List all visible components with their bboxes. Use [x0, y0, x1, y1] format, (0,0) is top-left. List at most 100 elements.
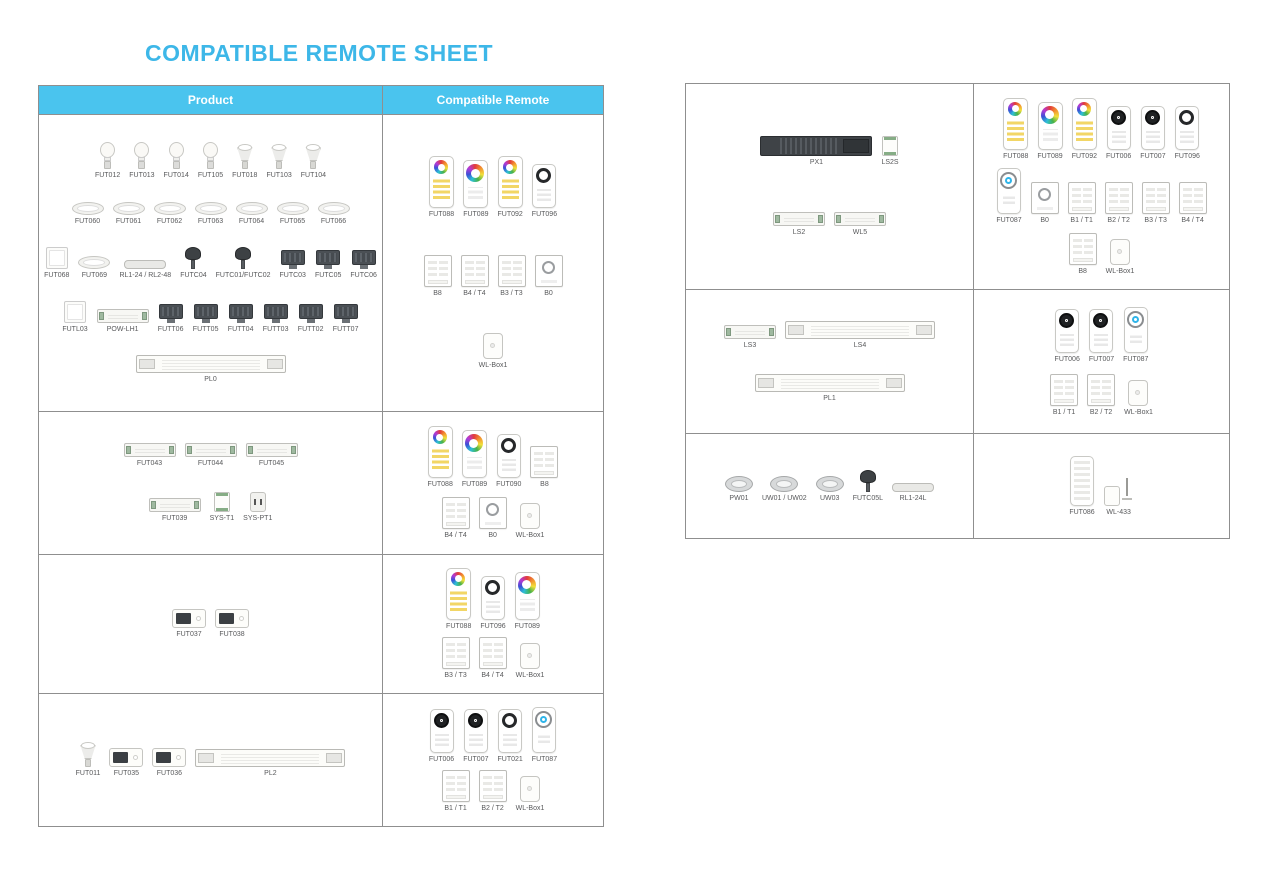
remote-item: FUT096 [1175, 105, 1200, 161]
remote-label: WL-Box1 [515, 672, 545, 680]
gateway-icon [519, 643, 540, 670]
spot-icon [271, 144, 287, 170]
remote-round-icon [532, 164, 557, 209]
remote-label: B0 [1040, 217, 1049, 225]
remote-item: FUT087 [532, 706, 557, 764]
product-item: PW01 [724, 475, 753, 503]
product-label: PX1 [809, 158, 824, 166]
remote-round-dark-icon [1055, 308, 1080, 353]
remote-label: FUT089 [1037, 152, 1063, 160]
remote-item: B8 [423, 254, 452, 298]
product-item: FUT043 [123, 442, 176, 468]
product-label: FUTT07 [332, 325, 359, 333]
wall-panel-icon [441, 497, 470, 530]
product-label: PL2 [264, 770, 277, 778]
remote-item: WL-Box1 [516, 503, 544, 540]
remote-label: WL-Box1 [1105, 267, 1135, 275]
product-label: FUT043 [136, 459, 163, 467]
product-label: SYS-PT1 [243, 515, 273, 523]
wall-panel-icon [1141, 182, 1170, 215]
remote-label: FUT006 [1106, 152, 1132, 160]
flood-icon [351, 249, 377, 269]
remote-item: B2 / T2 [1087, 373, 1116, 417]
remote-dial2-icon [1123, 306, 1148, 353]
wall-panel-icon [423, 254, 452, 287]
remote-label: FUT088 [1003, 152, 1029, 160]
product-item: FUT068 [44, 246, 70, 280]
product-label: FUT012 [94, 172, 121, 180]
flood-icon [158, 303, 184, 323]
left-table-header: Product Compatible Remote [39, 86, 603, 114]
product-item: FUT060 [71, 201, 104, 226]
product-label: FUT063 [197, 217, 224, 225]
remote-item: FUT086 [1069, 455, 1095, 517]
product-item: FUT036 [152, 748, 187, 778]
remote-label: FUT087 [1123, 355, 1149, 363]
remote-item: FUT007 [463, 708, 489, 764]
remote-plain-icon [1069, 455, 1094, 506]
remote-label: B8 [540, 481, 549, 489]
product-line: PL1 [690, 373, 969, 403]
bulb-icon [202, 142, 218, 170]
remote-dial2-icon [532, 706, 557, 753]
product-label: FUT103 [266, 172, 292, 180]
remote-label: WL-433 [1106, 508, 1131, 516]
remote-label: FUT092 [497, 211, 523, 219]
product-label: FUT018 [232, 172, 258, 180]
product-label: FUT066 [320, 217, 347, 225]
product-item: LS4 [785, 320, 935, 350]
remote-label: FUT088 [446, 622, 472, 630]
product-label: FUT068 [44, 271, 70, 279]
remote-label: FUT089 [514, 622, 540, 630]
remote-label: WL-Box1 [478, 361, 508, 369]
remote-dial-icon [461, 430, 487, 479]
remote-round-dark-icon [1089, 308, 1114, 353]
remote-dial2-icon [996, 168, 1021, 215]
remote-item: B3 / T3 [497, 254, 526, 298]
product-item: FUTT03 [262, 303, 289, 334]
remote-item: B0 [478, 497, 507, 540]
product-label: WL5 [852, 229, 868, 237]
product-label: FUTT03 [262, 325, 289, 333]
driver-icon [754, 373, 905, 392]
remote-label: FUT007 [1088, 355, 1115, 363]
wall-panel-icon [530, 446, 559, 479]
product-label: LS3 [743, 341, 757, 349]
downlight-icon [112, 201, 145, 215]
product-item: FUT011 [76, 742, 100, 778]
product-item: FUTC03 [280, 249, 306, 280]
product-label: FUT045 [258, 459, 285, 467]
remote-round-icon [498, 708, 523, 753]
remote-line: WL-Box1 [387, 332, 599, 370]
product-label: FUTC05 [314, 271, 342, 279]
product-item: UW01 / UW02 [762, 475, 807, 503]
remote-keypad-icon [427, 426, 453, 479]
product-label: FUTT02 [297, 325, 324, 333]
gateway-icon [1109, 238, 1130, 265]
remote-item: B0 [1030, 182, 1059, 225]
product-item: PL0 [135, 354, 286, 384]
product-label: FUT104 [300, 172, 327, 180]
spot-icon [237, 144, 253, 170]
product-item: FUT063 [194, 201, 227, 226]
remote-label: B0 [544, 289, 553, 297]
product-label: RL1-24L [899, 494, 927, 502]
flood-icon [263, 303, 289, 323]
product-item: FUT037 [172, 609, 206, 639]
remote-label: B4 / T4 [463, 289, 486, 297]
underwater-icon [770, 475, 799, 492]
remote-item: B4 / T4 [1178, 182, 1207, 225]
product-label: FUTL03 [62, 325, 88, 333]
wall-panel-icon [1178, 182, 1207, 215]
